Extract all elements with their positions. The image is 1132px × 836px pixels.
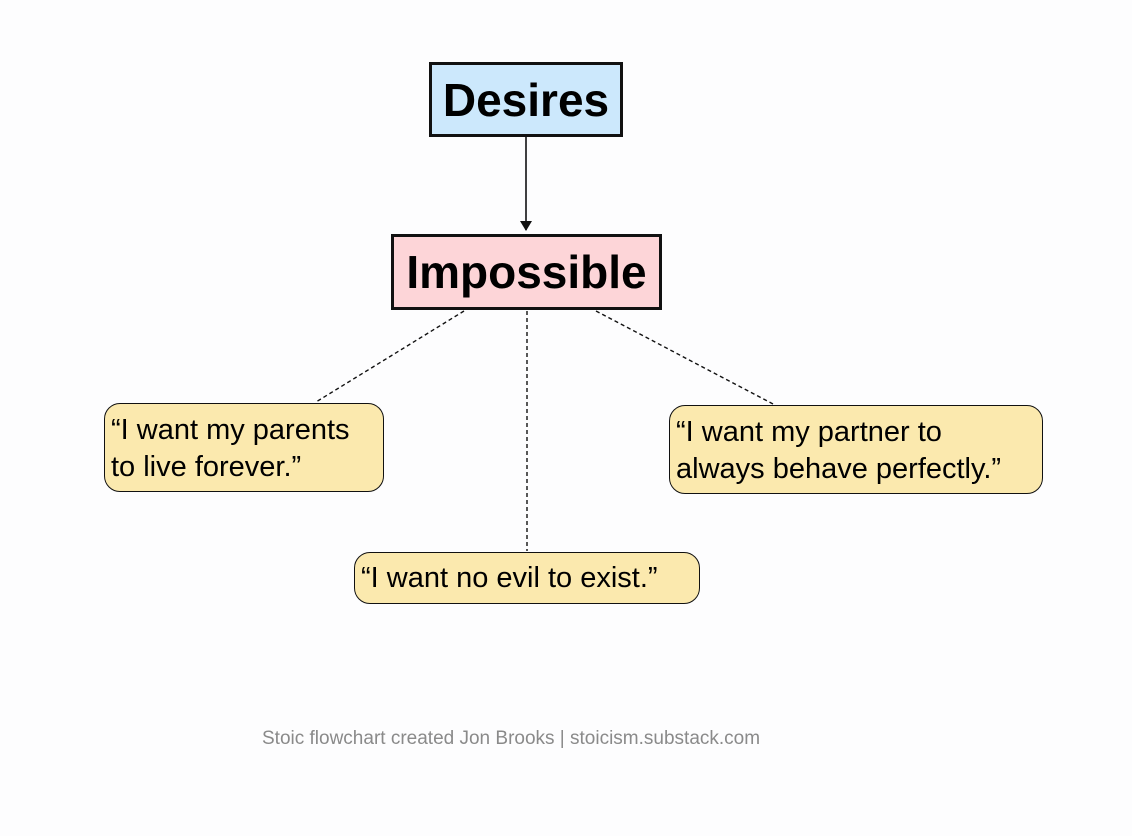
example-text-line: “I want my parents	[111, 414, 350, 446]
example-text-line: to live forever.”	[111, 451, 302, 483]
example-text-line: always behave perfectly.”	[676, 453, 1002, 485]
credit-footer: Stoic flowchart created Jon Brooks | sto…	[262, 728, 761, 749]
impossible-to-parents-connector	[315, 310, 465, 403]
example-text-line: “I want my partner to	[676, 416, 942, 448]
desires-node: Desires	[429, 62, 623, 137]
impossible-node: Impossible	[391, 234, 662, 310]
example-bubble-partner: “I want my partner to always behave perf…	[669, 405, 1043, 494]
impossible-to-partner-connector	[595, 310, 774, 405]
example-text-line: “I want no evil to exist.”	[361, 562, 658, 594]
example-bubble-parents: “I want my parents to live forever.”	[104, 403, 384, 492]
example-bubble-evil: “I want no evil to exist.”	[354, 552, 700, 604]
